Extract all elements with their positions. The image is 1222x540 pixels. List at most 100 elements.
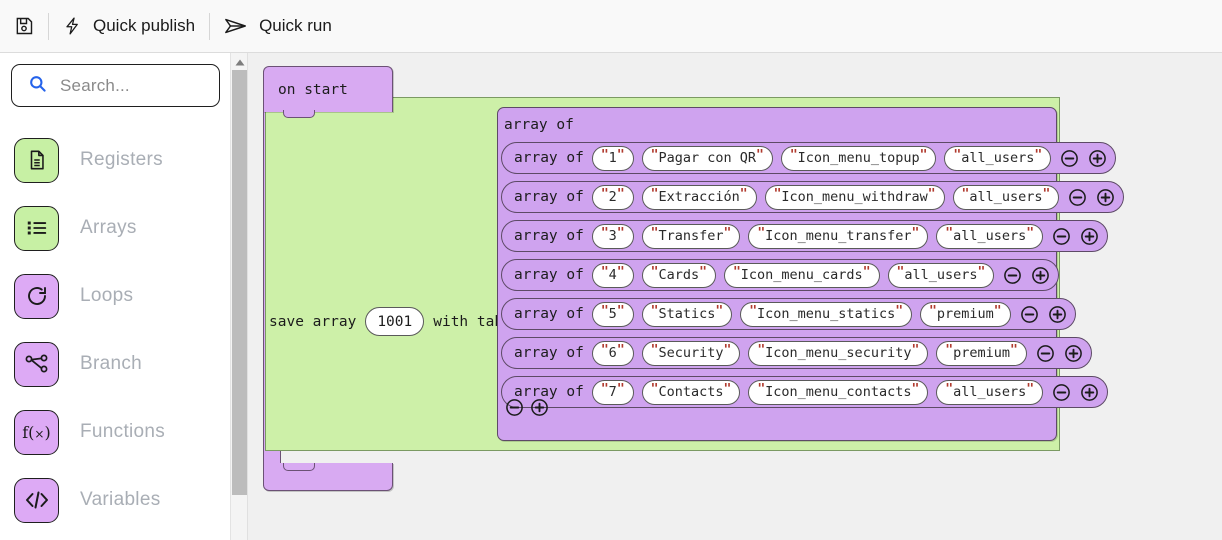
sidebar-item-arrays[interactable]: Arrays: [0, 194, 231, 262]
string-value-input[interactable]: "Icon_menu_security": [748, 340, 929, 366]
array-row[interactable]: array of "4" "Cards" "Icon_menu_cards" "all_…: [501, 259, 1060, 291]
array-row-label: array of: [514, 189, 584, 205]
string-value-input[interactable]: "Transfer": [641, 223, 741, 249]
string-value-input[interactable]: "Icon_menu_topup": [780, 145, 937, 171]
document-icon: [14, 137, 59, 183]
array-row[interactable]: array of "2" "Extracción" "Icon_menu_withdr…: [501, 181, 1125, 213]
plus-circle-icon[interactable]: [1080, 227, 1099, 246]
string-value-input[interactable]: "Icon_menu_withdraw": [764, 184, 945, 210]
minus-circle-icon[interactable]: [1020, 305, 1039, 324]
scrollbar-thumb[interactable]: [232, 70, 247, 495]
string-value-input[interactable]: "Extracción": [641, 184, 757, 210]
save-array-prefix: save array: [269, 313, 357, 330]
sidebar-item-functions[interactable]: f(×) Functions: [0, 398, 231, 466]
string-value-input[interactable]: "Icon_menu_transfer": [748, 223, 929, 249]
sidebar-item-loops[interactable]: Loops: [0, 262, 231, 330]
palette-scrollbar[interactable]: [231, 53, 248, 540]
plus-circle-icon[interactable]: [1080, 383, 1099, 402]
array-of-block[interactable]: array of array of "1" "Pagar con QR" "Icon_…: [497, 107, 1125, 441]
plus-circle-icon[interactable]: [1088, 149, 1107, 168]
string-value-input[interactable]: "5": [591, 301, 634, 327]
array-row[interactable]: array of "5" "Statics" "Icon_menu_statics" "…: [501, 298, 1076, 330]
on-start-block[interactable]: on start: [263, 66, 393, 491]
string-value-input[interactable]: "1": [591, 145, 634, 171]
string-value-input[interactable]: "7": [591, 379, 634, 405]
array-id-input[interactable]: 1001: [365, 307, 425, 336]
plus-circle-icon[interactable]: [1096, 188, 1115, 207]
string-value-input[interactable]: "2": [591, 184, 634, 210]
array-rows: array of "1" "Pagar con QR" "Icon_menu_topu…: [501, 142, 1125, 415]
array-row-label: array of: [514, 228, 584, 244]
minus-circle-icon[interactable]: [1060, 149, 1079, 168]
string-value-input[interactable]: "premium": [936, 340, 1027, 366]
sidebar-item-variables[interactable]: Variables: [0, 466, 231, 534]
sidebar-item-registers[interactable]: Registers: [0, 126, 231, 194]
refresh-icon: [14, 273, 59, 319]
sidebar-item-label: Functions: [80, 421, 166, 442]
toolbar: Quick publish Quick run: [0, 0, 1222, 53]
on-start-label: on start: [263, 66, 393, 112]
sidebar-item-branch[interactable]: Branch: [0, 330, 231, 398]
string-value-input[interactable]: "6": [591, 340, 634, 366]
string-value-input[interactable]: "Contacts": [641, 379, 741, 405]
minus-circle-icon[interactable]: [1052, 383, 1071, 402]
minus-circle-icon[interactable]: [1036, 344, 1055, 363]
array-row[interactable]: array of "6" "Security" "Icon_menu_security…: [501, 337, 1092, 369]
string-value-input[interactable]: "Security": [641, 340, 741, 366]
plus-circle-icon[interactable]: [1031, 266, 1050, 285]
quick-run-button[interactable]: Quick run: [210, 0, 346, 53]
array-row-label: array of: [514, 267, 584, 283]
sidebar-item-label: Variables: [80, 489, 161, 510]
code-icon: [14, 477, 59, 523]
toolbar-divider-1: [48, 12, 49, 40]
minus-circle-icon[interactable]: [1003, 266, 1022, 285]
block-notch-top: [283, 110, 315, 118]
plus-circle-icon[interactable]: [1064, 344, 1083, 363]
string-value-input[interactable]: "4": [591, 262, 634, 288]
array-row-label: array of: [514, 345, 584, 361]
plus-circle-icon[interactable]: [530, 398, 549, 417]
string-value-input[interactable]: "Icon_menu_cards": [723, 262, 880, 288]
list-icon: [14, 205, 59, 251]
array-row-label: array of: [514, 150, 584, 166]
string-value-input[interactable]: "all_users": [952, 184, 1060, 210]
plus-circle-icon[interactable]: [1048, 305, 1067, 324]
array-row-label: array of: [514, 306, 584, 322]
array-of-label: array of: [504, 117, 574, 133]
string-value-input[interactable]: "Pagar con QR": [641, 145, 773, 171]
string-value-input[interactable]: "Icon_menu_contacts": [748, 379, 929, 405]
string-value-input[interactable]: "Icon_menu_statics": [740, 301, 913, 327]
sidebar: Search... Registers Arr: [0, 53, 231, 540]
string-value-input[interactable]: "3": [591, 223, 634, 249]
string-value-input[interactable]: "premium": [920, 301, 1011, 327]
sidebar-item-label: Loops: [80, 285, 134, 306]
minus-circle-icon[interactable]: [505, 398, 524, 417]
minus-circle-icon[interactable]: [1068, 188, 1087, 207]
array-row[interactable]: array of "3" "Transfer" "Icon_menu_transfer…: [501, 220, 1109, 252]
lightning-bolt-icon: [63, 15, 82, 37]
floppy-disk-icon: [14, 16, 34, 36]
string-value-input[interactable]: "all_users": [936, 223, 1044, 249]
caret-up-icon[interactable]: [231, 55, 248, 69]
block-notch-bottom: [283, 463, 315, 471]
string-value-input[interactable]: "all_users": [887, 262, 995, 288]
sidebar-item-label: Branch: [80, 353, 143, 374]
block-canvas[interactable]: on start save array 1001 with table arra…: [248, 53, 1222, 540]
block-palette: Registers Arrays Loops: [0, 126, 231, 534]
array-row-label: array of: [514, 384, 584, 400]
minus-circle-icon[interactable]: [1052, 227, 1071, 246]
string-value-input[interactable]: "Statics": [641, 301, 733, 327]
quick-run-label: Quick run: [259, 16, 332, 35]
string-value-input[interactable]: "all_users": [944, 145, 1052, 171]
toolbar-divider-2: [209, 12, 211, 40]
save-array-statement: save array 1001 with table: [269, 307, 521, 336]
array-row[interactable]: array of "1" "Pagar con QR" "Icon_menu_topu…: [501, 142, 1117, 174]
string-value-input[interactable]: "all_users": [936, 379, 1044, 405]
string-value-input[interactable]: "Cards": [641, 262, 716, 288]
function-icon: f(×): [14, 409, 59, 455]
array-row[interactable]: array of "7" "Contacts" "Icon_menu_contacts…: [501, 376, 1109, 408]
save-button[interactable]: [0, 0, 48, 53]
quick-publish-button[interactable]: Quick publish: [49, 0, 209, 53]
search-input[interactable]: Search...: [11, 64, 220, 107]
sidebar-item-label: Arrays: [80, 217, 137, 238]
